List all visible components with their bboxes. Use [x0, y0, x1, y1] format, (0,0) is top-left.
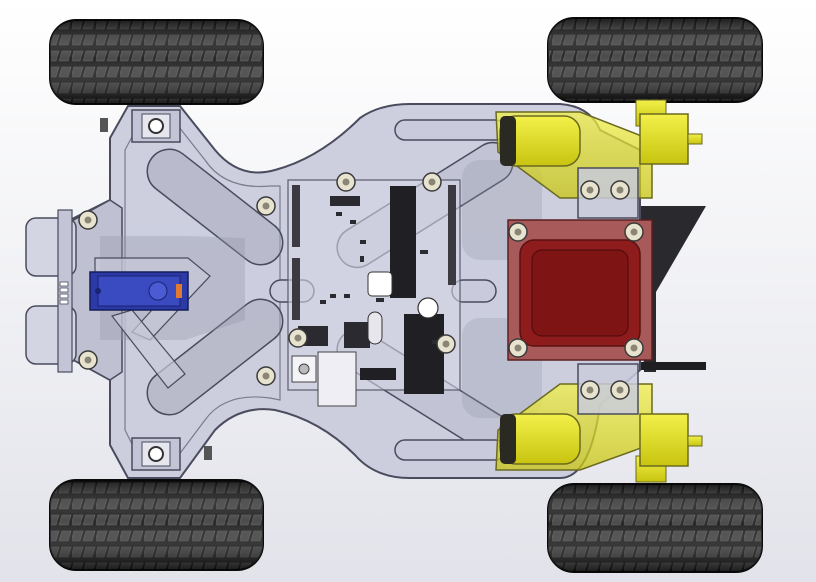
servo-horn	[148, 281, 168, 301]
slot-bottom	[394, 439, 506, 461]
screw-hole	[586, 386, 594, 394]
screw-hole	[630, 344, 638, 352]
standoff-screws	[78, 172, 644, 400]
screw-hole	[616, 386, 624, 394]
header-bottom	[360, 368, 396, 380]
caster-mount-bottom	[131, 437, 212, 471]
screw-hole	[616, 186, 624, 194]
screw-hole	[514, 344, 522, 352]
header-left-bottom	[292, 258, 300, 320]
wheel-rear-right	[547, 483, 763, 573]
ic-top	[330, 196, 360, 206]
slot-left-upper	[146, 148, 284, 266]
screw-hole	[514, 228, 522, 236]
motor-top-endcap	[500, 116, 516, 166]
motor-bottom-endcap	[500, 414, 516, 464]
servo-screw	[95, 288, 101, 294]
slot-left-lower	[146, 298, 284, 416]
screw-hole	[342, 178, 350, 186]
reset-button-cap	[298, 363, 310, 375]
wheel-front-right	[547, 17, 763, 103]
screw-hole	[586, 186, 594, 194]
motor-top-gearbox	[639, 113, 689, 165]
second-chip	[404, 314, 444, 394]
caster-mount-top-clip	[100, 118, 108, 132]
screw-hole	[442, 340, 450, 348]
motor-top-shaft	[687, 133, 703, 145]
servo-motor	[89, 271, 189, 311]
caster-mount-top	[100, 109, 181, 143]
wheel-front-left	[49, 19, 264, 105]
oscillator	[367, 311, 383, 345]
screw-hole	[84, 216, 92, 224]
screw-hole	[262, 372, 270, 380]
screw-hole	[84, 356, 92, 364]
ultrasonic-sensor	[25, 209, 77, 373]
header-left-top	[292, 185, 300, 247]
small-chip	[344, 322, 370, 348]
controller-pcb	[287, 179, 461, 407]
servo-wire	[176, 284, 182, 298]
screw-hole	[630, 228, 638, 236]
motor-bottom-gearbox	[639, 413, 689, 467]
pcb-small-components	[320, 212, 438, 344]
rear-bumper	[640, 206, 706, 372]
usb-connector	[317, 351, 357, 407]
inner-outline	[124, 121, 281, 461]
screw-hole	[262, 202, 270, 210]
caster-mount-bottom-clip	[204, 446, 212, 460]
header-right	[448, 185, 456, 285]
slot-top	[394, 119, 506, 141]
motor-top	[495, 111, 703, 199]
rear-bumper-bar	[640, 362, 706, 370]
screw-hole	[294, 334, 302, 342]
battery-pack	[507, 219, 653, 361]
motor-bottom-shaft	[687, 435, 703, 447]
capacitor	[417, 297, 439, 319]
main-chip	[390, 186, 416, 298]
wheel-rear-left	[49, 479, 264, 571]
sensor-pins	[59, 281, 69, 305]
crystal	[367, 271, 393, 297]
servo-mount-lower	[110, 309, 186, 389]
screw-hole	[428, 178, 436, 186]
